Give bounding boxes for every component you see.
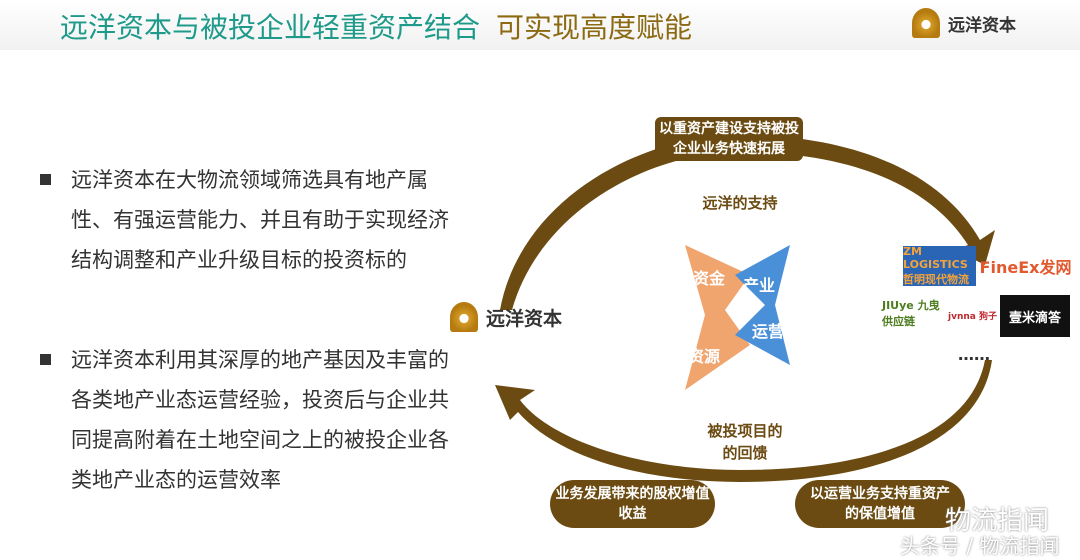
bullet-icon bbox=[40, 174, 51, 185]
watermark-subtitle: 头条号 / 物流指闻 bbox=[900, 534, 1060, 558]
title-part1: 远洋资本与被投企业轻重资产结合 bbox=[60, 11, 481, 44]
feedback-line2: 的回馈 bbox=[722, 444, 768, 462]
title-banner bbox=[0, 0, 1080, 50]
sino-ocean-logo-icon bbox=[450, 302, 478, 332]
bullet-text: 远洋资本利用其深厚的地产基因及丰富的各类地产业态运营经验，投资后与企业共同提高附… bbox=[71, 348, 449, 492]
feedback-line1: 被投项目的 bbox=[707, 422, 783, 440]
page-title: 远洋资本与被投企业轻重资产结合可实现高度赋能 bbox=[60, 6, 692, 46]
company-yimidida-logo: 壹米滴答 bbox=[1000, 295, 1070, 337]
company-logo: 远洋资本 bbox=[912, 8, 1016, 38]
bottom-left-box: 业务发展带来的股权增值收益 bbox=[550, 480, 715, 528]
bullet-text: 远洋资本在大物流领域筛选具有地产属性、有强运营能力、并且有助于实现经济结构调整和… bbox=[71, 168, 449, 272]
blue-chevron bbox=[735, 245, 790, 365]
cycle-arrows bbox=[495, 135, 995, 482]
bottom-right-box: 以运营业务支持重资产的保值增值 bbox=[795, 480, 965, 528]
company-jiuye-logo: JIUye 九曳供应链 bbox=[882, 299, 940, 328]
support-label: 远洋的支持 bbox=[702, 194, 778, 212]
company-gouzi-logo: jvnna 狗子 bbox=[948, 311, 997, 322]
label-operation: 运营 bbox=[752, 322, 785, 341]
logo-text: 远洋资本 bbox=[948, 15, 1016, 36]
more-ellipsis: …… bbox=[958, 345, 990, 364]
title-part2: 可实现高度赋能 bbox=[496, 11, 693, 44]
company-finex-logo: FineEx发网 bbox=[979, 258, 1072, 277]
bullet-item: 远洋资本利用其深厚的地产基因及丰富的各类地产业态运营经验，投资后与企业共同提高附… bbox=[40, 340, 450, 500]
label-industry: 产业 bbox=[743, 276, 776, 295]
label-resources: 资源 bbox=[688, 347, 721, 366]
bullet-icon bbox=[40, 354, 51, 365]
company-zm-logo: ZM LOGISTICS 哲明现代物流 bbox=[903, 245, 976, 286]
sino-ocean-logo-icon bbox=[912, 8, 940, 38]
top-box: 以重资产建设支持被投企业业务快速拓展 bbox=[655, 117, 803, 161]
left-logo: 远洋资本 bbox=[450, 302, 562, 332]
orange-chevron bbox=[685, 245, 750, 390]
watermark-title: 物流指闻 bbox=[945, 506, 1050, 536]
label-capital: 资金 bbox=[693, 269, 726, 288]
bullet-item: 远洋资本在大物流领域筛选具有地产属性、有强运营能力、并且有助于实现经济结构调整和… bbox=[40, 160, 450, 280]
left-logo-text: 远洋资本 bbox=[486, 307, 563, 330]
feedback-label: 被投项目的的回馈 bbox=[685, 420, 805, 464]
top-arc-arrow bbox=[500, 135, 995, 310]
